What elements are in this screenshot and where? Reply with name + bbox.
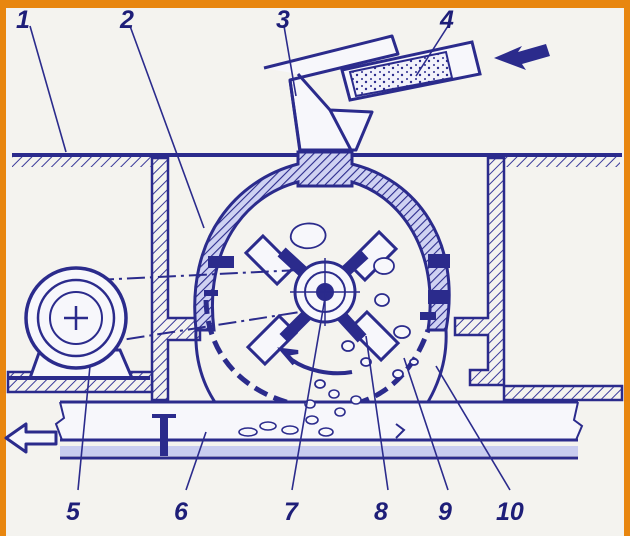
material-particles	[289, 222, 419, 389]
crushed-material	[238, 389, 362, 437]
inflow-arrow-icon	[494, 44, 550, 70]
label-6: 6	[174, 498, 189, 526]
label-3: 3	[276, 6, 290, 34]
rotation-arrow-icon	[277, 347, 353, 376]
label-2: 2	[119, 6, 134, 34]
wear-plates	[204, 254, 450, 320]
drive-belt	[95, 269, 301, 345]
label-7: 7	[284, 498, 299, 526]
label-8: 8	[374, 498, 388, 526]
leader-lines	[29, 25, 511, 491]
ground-surface	[12, 153, 622, 167]
label-4: 4	[439, 6, 454, 34]
feed-hopper	[340, 40, 550, 102]
feed-chute	[263, 34, 400, 153]
outflow-arrow-icon	[4, 422, 58, 454]
label-5: 5	[66, 498, 81, 526]
label-1: 1	[16, 6, 30, 34]
label-10: 10	[496, 498, 524, 526]
rotor-icon	[243, 229, 401, 367]
motor-icon	[8, 266, 150, 380]
label-9: 9	[438, 498, 452, 526]
